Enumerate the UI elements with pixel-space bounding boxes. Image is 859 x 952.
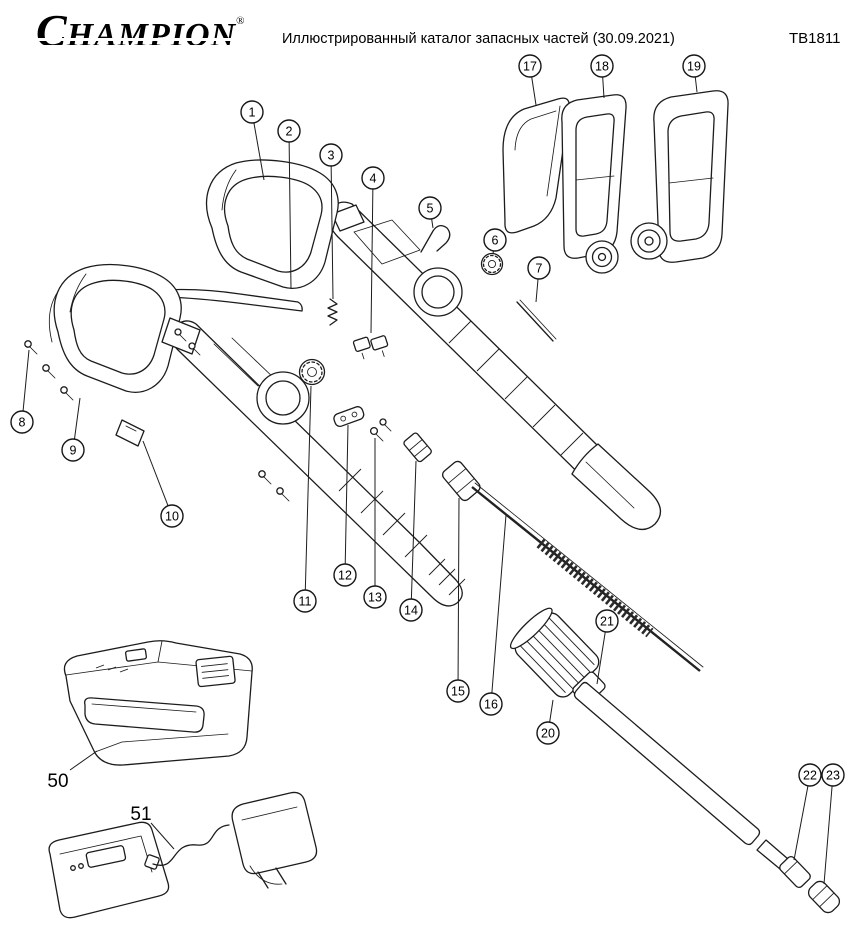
charger-led [78,863,84,869]
svg-text:5: 5 [427,202,434,216]
charger [48,791,318,919]
charger-cable [152,824,230,866]
callout-10: 10 [160,504,184,528]
hanger-hook [420,224,451,253]
callout-4: 4 [361,166,385,190]
callout-19: 19 [682,54,706,78]
svg-text:15: 15 [451,685,465,699]
charger-led [70,865,76,871]
model-code: TB1811 [789,30,841,47]
svg-text:22: 22 [803,769,817,783]
handle-clamp-collar [256,371,310,425]
charger-base [48,821,170,919]
battery-label [195,655,236,688]
coupling [441,460,481,502]
locking-pin [516,299,557,342]
svg-text:6: 6 [492,234,499,248]
bushing [403,432,432,463]
callout-22: 22 [798,763,822,787]
bracket [115,419,145,447]
svg-text:10: 10 [165,510,179,524]
callout-2: 2 [277,119,301,143]
svg-text:8: 8 [19,416,26,430]
switch-block [352,335,389,360]
screws [24,328,392,502]
svg-text:13: 13 [368,591,382,605]
battery-pack [63,640,253,766]
end-bushing [779,855,811,889]
svg-text:50: 50 [47,771,68,792]
callout-17: 17 [518,54,542,78]
callout-7: 7 [527,256,551,280]
callout-51: 51 [130,804,151,825]
cable-plug [144,854,160,870]
upper-housing-assembly [159,159,662,531]
svg-text:17: 17 [523,60,537,74]
callout-23: 23 [821,763,845,787]
callout-14: 14 [399,598,423,622]
callout-50: 50 [47,771,68,792]
lower-housing-assembly [24,263,481,607]
svg-text:23: 23 [826,769,840,783]
lower-pole-tube [509,607,841,914]
plug-prong [257,871,269,889]
svg-text:16: 16 [484,698,498,712]
battery-latch-button [125,648,147,662]
end-cap [807,880,841,914]
adjust-knob [298,358,326,386]
rear-handle [205,159,339,289]
callout-3: 3 [319,143,343,167]
svg-text:51: 51 [130,804,151,825]
callout-13: 13 [363,585,387,609]
callout-21: 21 [595,609,619,633]
callout-9: 9 [61,438,85,462]
guard-frame-18 [561,94,627,274]
svg-text:14: 14 [404,604,418,618]
svg-text:21: 21 [600,615,614,629]
svg-text:19: 19 [687,60,701,74]
svg-text:3: 3 [328,149,335,163]
callout-5: 5 [418,196,442,220]
svg-text:2: 2 [286,125,293,139]
deflector [571,443,662,531]
callout-18: 18 [590,54,614,78]
svg-text:9: 9 [70,444,77,458]
callout-20: 20 [536,721,560,745]
plug-prong [275,867,287,885]
front-handle [53,263,182,393]
power-adapter [231,791,318,875]
guard-cover-19 [630,90,729,263]
callout-11: 11 [293,589,317,613]
svg-text:1: 1 [249,106,256,120]
callout-8: 8 [10,410,34,434]
svg-text:18: 18 [595,60,609,74]
svg-text:7: 7 [536,262,543,276]
drive-shaft-and-spring [471,482,704,672]
pole-tube [573,681,761,846]
svg-text:12: 12 [338,569,352,583]
callout-12: 12 [333,563,357,587]
svg-text:4: 4 [370,172,377,186]
callout-16: 16 [479,692,503,716]
trigger-spring [327,298,338,326]
catalog-title: Иллюстрированный каталог запасных частей… [282,31,675,47]
charger-slot [85,845,127,868]
svg-text:20: 20 [541,727,555,741]
handle-clamp-collar [413,267,463,317]
svg-text:11: 11 [299,595,312,609]
cable-clamp [333,406,365,428]
registered-trademark-icon: ® [236,15,245,27]
battery-latch-slot [84,697,205,733]
callout-15: 15 [446,679,470,703]
guard-plate-17 [502,97,570,234]
callout-1: 1 [240,100,264,124]
screw-13 [369,426,384,442]
callout-6: 6 [483,228,507,252]
clamp-knob [480,252,504,276]
